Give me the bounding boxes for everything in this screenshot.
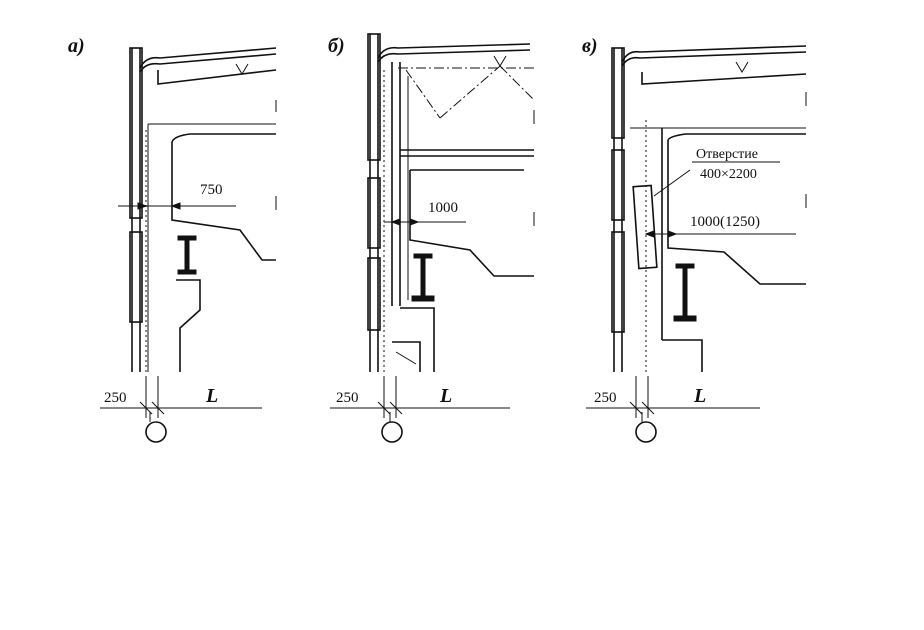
panel-a-column bbox=[147, 100, 277, 372]
panel-c-note-title: Отверстие bbox=[696, 147, 758, 162]
panel-a-gap-value: 750 bbox=[200, 182, 223, 198]
panel-a-edge-value: 250 bbox=[104, 390, 127, 406]
panel-c-edge-value: 250 bbox=[594, 390, 617, 406]
panel-c: в) bbox=[582, 35, 807, 443]
panel-a-label: а) bbox=[68, 35, 85, 57]
panel-b-gap-value: 1000 bbox=[428, 200, 458, 216]
panel-b-wall bbox=[367, 33, 381, 372]
panel-a-wall bbox=[129, 47, 147, 372]
panel-c-roof bbox=[621, 45, 807, 85]
panel-a-ibeam bbox=[177, 235, 197, 275]
panel-c-axis-marker bbox=[635, 421, 657, 443]
panel-b: б) bbox=[328, 33, 535, 443]
panel-b-edge-value: 250 bbox=[336, 390, 359, 406]
panel-c-column bbox=[630, 92, 807, 372]
panel-b-truss bbox=[383, 62, 535, 372]
panel-b-span-label: L bbox=[439, 385, 452, 407]
panel-c-ibeam bbox=[673, 263, 697, 322]
panel-b-bottom-dimension: 250 L bbox=[330, 376, 510, 443]
panel-c-wall bbox=[611, 47, 647, 372]
panel-c-note-size: 400×2200 bbox=[700, 167, 757, 182]
panel-c-span-label: L bbox=[693, 385, 706, 407]
panel-a-gap-dimension: 750 bbox=[118, 182, 236, 210]
panel-a-axis-marker bbox=[145, 421, 167, 443]
panel-c-gap-dimension: 1000(1250) bbox=[644, 214, 796, 238]
panel-a-bottom-dimension: 250 L bbox=[100, 376, 262, 443]
panel-b-ibeam bbox=[411, 253, 435, 302]
panel-c-gap-value: 1000(1250) bbox=[690, 214, 760, 230]
panel-c-bottom-dimension: 250 L bbox=[586, 376, 760, 443]
panel-a: а) bbox=[68, 35, 277, 443]
panel-c-opening: Отверстие 400×2200 bbox=[632, 147, 780, 270]
panel-b-gap-dimension: 1000 bbox=[384, 200, 466, 226]
panel-b-axis-marker bbox=[381, 421, 403, 443]
panel-a-span-label: L bbox=[205, 385, 218, 407]
panel-b-label: б) bbox=[328, 35, 345, 57]
panel-a-roof bbox=[139, 47, 277, 85]
panel-c-label: в) bbox=[582, 35, 598, 57]
